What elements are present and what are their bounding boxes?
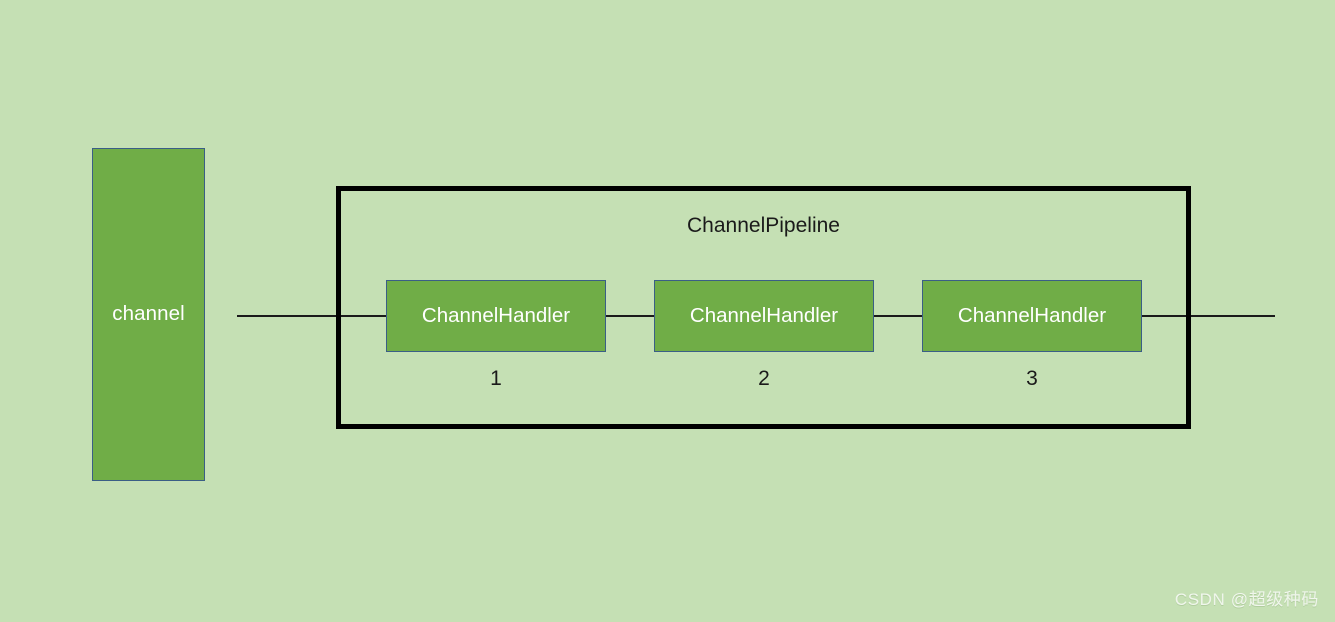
channel-handler-index-3: 3 xyxy=(1026,367,1038,390)
channel-block: channel xyxy=(92,148,205,481)
channel-label: channel xyxy=(112,302,185,326)
channel-handler-index-2: 2 xyxy=(758,367,770,390)
channel-handler-block-3: ChannelHandler xyxy=(922,280,1142,352)
channel-handler-block-2: ChannelHandler xyxy=(654,280,874,352)
channel-handler-label-1: ChannelHandler xyxy=(421,303,571,327)
channel-pipeline-container: ChannelPipeline xyxy=(336,186,1191,429)
watermark: CSDN @超级种码 xyxy=(1174,590,1319,609)
channel-pipeline-title: ChannelPipeline xyxy=(687,214,840,237)
channel-handler-index-1: 1 xyxy=(490,367,502,390)
channel-handler-label-3: ChannelHandler xyxy=(957,303,1107,327)
channel-handler-block-1: ChannelHandler xyxy=(386,280,606,352)
channel-handler-label-2: ChannelHandler xyxy=(689,303,839,327)
